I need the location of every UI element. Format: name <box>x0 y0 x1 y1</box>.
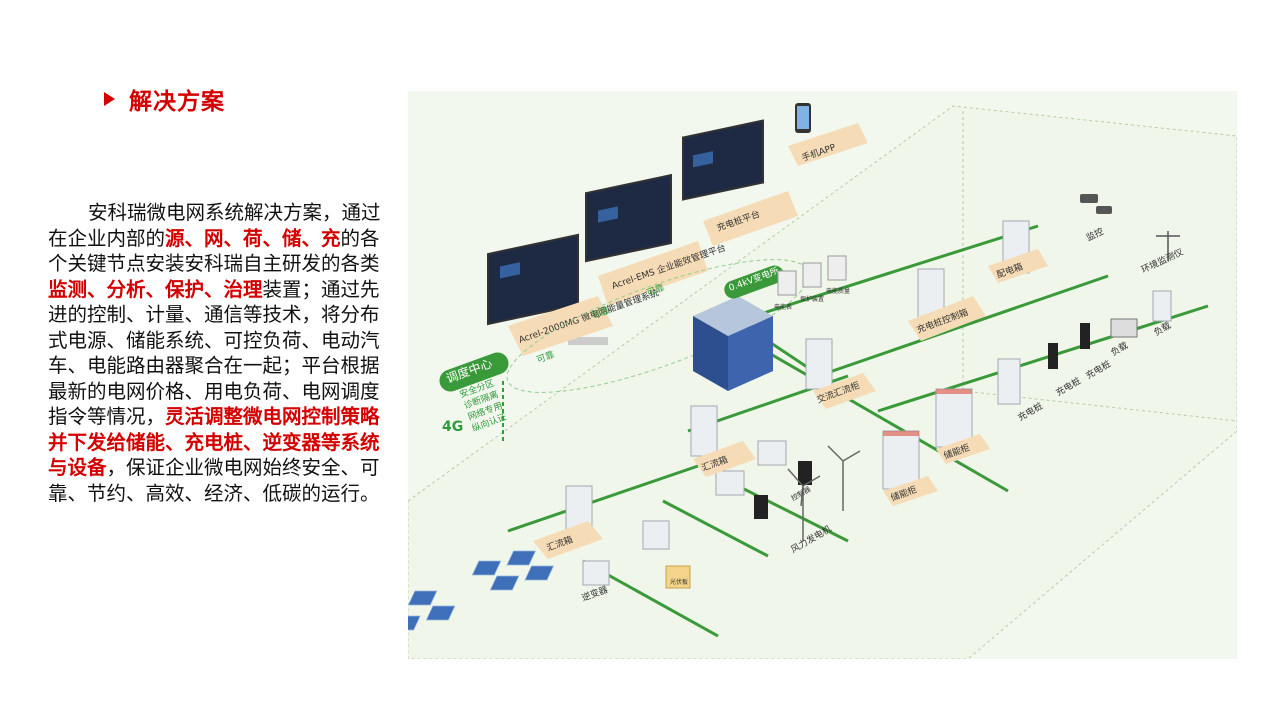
wind-turbine-icon <box>787 445 861 541</box>
inverter-icon <box>642 520 670 550</box>
highlight-monitor-analyze: 监测、分析、保护、治理 <box>48 277 263 301</box>
charge-pile-3-icon <box>1080 323 1090 349</box>
monitor-charge <box>682 119 764 201</box>
ac-cabinet-icon <box>805 338 833 390</box>
arrow-bullet-icon <box>104 92 115 106</box>
inverter-2-icon <box>582 560 610 586</box>
highlight-source-grid-load: 源、网、荷、储、充 <box>165 226 341 250</box>
highlight-control-strategy: 灵活调整微电网控制策略并下发给储能、充电桩、逆变器等系统与设备 <box>48 405 380 479</box>
text-part-3: 装置；通过先进的控制、计量、通信等技术，将分布式电源、储能系统、可控负荷、电动汽… <box>48 277 380 429</box>
link-label-3: 可靠 <box>535 348 556 365</box>
storage-cabinet-2-icon <box>935 388 973 448</box>
meter-label-2: 保护装置 <box>800 295 824 303</box>
inverter-3-icon <box>757 440 787 466</box>
transformer-station <box>693 296 773 391</box>
solution-paragraph: 安科瑞微电网系统解决方案，通过在企业内部的源、网、荷、储、充的各个关键节点安装安… <box>48 200 388 506</box>
4g-label: 4G <box>442 419 463 435</box>
microgrid-diagram: Acrel-2000MG 微电网能量管理系统 Acrel-EMS 企业能效管理平… <box>408 91 1237 659</box>
meter-label-1: 电能表 <box>774 303 792 311</box>
env-station-icon <box>1156 231 1180 261</box>
pv-box-icon <box>690 405 718 457</box>
text-part-4: ，保证企业微电网始终安全、可靠、节约、高效、经济、低碳的运行。 <box>48 456 380 505</box>
charge-pile-2-icon <box>1048 343 1058 369</box>
inverter-4-icon <box>715 470 745 496</box>
section-heading: 解决方案 <box>104 82 225 116</box>
section-title: 解决方案 <box>129 89 225 115</box>
meter-group <box>777 255 847 296</box>
meter-label-3: 电能质量 <box>826 287 850 295</box>
load-1-icon <box>1110 318 1138 338</box>
monitor-ems <box>585 173 672 263</box>
load-2-icon <box>1152 290 1172 322</box>
monitor-mg <box>487 233 608 345</box>
panel-junction-box <box>665 565 691 589</box>
charge-pile-1-icon <box>997 358 1021 405</box>
camera-icon <box>1080 194 1112 214</box>
dispatch-center-badge <box>439 352 509 392</box>
microgrid-illustration: Acrel-2000MG 微电网能量管理系统 Acrel-EMS 企业能效管理平… <box>408 103 1237 659</box>
solar-panel-array <box>408 550 555 631</box>
storage-cabinet-1-icon <box>882 430 920 490</box>
text-part-1: 安科瑞微电网系统解决方案，通过在企业内部的 <box>48 201 381 250</box>
controller-icon <box>798 461 812 485</box>
text-part-2: 的各个关键节点安装安科瑞自主研发的各类 <box>48 226 380 276</box>
panel-box-label: 光伏板 <box>670 578 688 586</box>
